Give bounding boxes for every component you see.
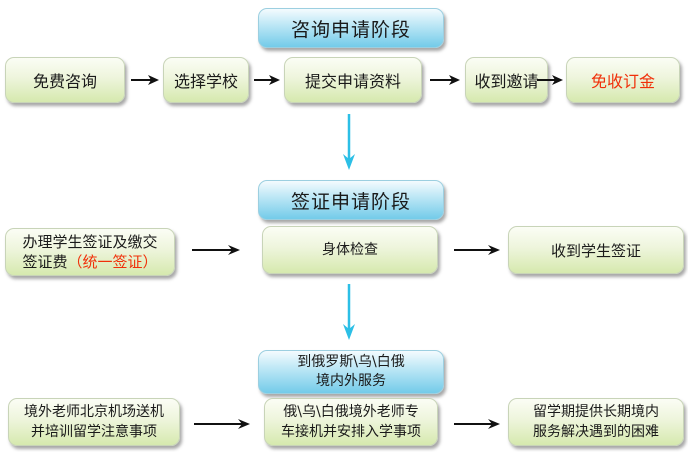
stage3-title-line2: 境内外服务 bbox=[316, 373, 386, 389]
arrow-right-icon bbox=[454, 245, 500, 255]
pickup-line2: 车接机并安排入学事项 bbox=[281, 424, 421, 440]
step-free-consultation: 免费咨询 bbox=[5, 57, 125, 103]
step-medical-check: 身体检查 bbox=[262, 226, 438, 274]
step-label: 选择学校 bbox=[173, 72, 238, 91]
send-off-line2: 并培训留学注意事项 bbox=[31, 424, 157, 440]
send-off-line1: 境外老师北京机场送机 bbox=[24, 404, 164, 420]
step-label: 收到邀请 bbox=[474, 72, 539, 91]
stage1-title: 咨询申请阶段 bbox=[290, 18, 411, 41]
step-label: 免费咨询 bbox=[32, 72, 97, 91]
arrow-right-icon bbox=[192, 245, 240, 255]
step-beijing-airport-send-off: 境外老师北京机场送机 并培训留学注意事项 bbox=[8, 398, 180, 446]
arrow-right-icon bbox=[430, 75, 460, 85]
stage2-title: 签证申请阶段 bbox=[290, 190, 411, 213]
step-receive-invitation: 收到邀请 bbox=[465, 57, 548, 103]
arrow-right-icon bbox=[537, 75, 563, 85]
step-long-term-service: 留学期提供长期境内 服务解决遇到的困难 bbox=[508, 398, 684, 446]
visa-application-line1: 办理学生签证及缴交 bbox=[22, 233, 158, 251]
arrow-down-icon bbox=[343, 284, 355, 340]
arrow-right-icon bbox=[254, 75, 280, 85]
step-label-highlight: 免收订金 bbox=[590, 72, 655, 91]
step-choose-school: 选择学校 bbox=[163, 57, 249, 103]
arrow-down-icon bbox=[343, 114, 355, 170]
arrow-right-icon bbox=[194, 419, 250, 429]
service-line1: 留学期提供长期境内 bbox=[533, 404, 659, 420]
stage2-title-box: 签证申请阶段 bbox=[258, 180, 444, 220]
pickup-line1: 俄\乌\白俄境外老师专 bbox=[283, 404, 419, 420]
arrow-right-icon bbox=[131, 75, 159, 85]
stage3-title-box: 到俄罗斯\乌\白俄 境内外服务 bbox=[258, 350, 444, 394]
step-submit-materials: 提交申请资料 bbox=[284, 57, 422, 103]
step-no-deposit: 免收订金 bbox=[566, 57, 680, 103]
unified-visa-note: （统一签证） bbox=[67, 253, 158, 271]
visa-application-line2: 签证费（统一签证） bbox=[22, 252, 157, 272]
step-airport-pickup-enrollment: 俄\乌\白俄境外老师专 车接机并安排入学事项 bbox=[264, 398, 438, 446]
visa-fee-label: 签证费 bbox=[22, 253, 68, 271]
arrow-right-icon bbox=[454, 419, 500, 429]
receive-visa-label: 收到学生签证 bbox=[550, 241, 641, 260]
step-label: 提交申请资料 bbox=[304, 72, 401, 91]
medical-check-label: 身体检查 bbox=[322, 242, 378, 258]
service-line2: 服务解决遇到的困难 bbox=[533, 424, 659, 440]
stage3-title-line1: 到俄罗斯\乌\白俄 bbox=[297, 354, 405, 370]
stage1-title-box: 咨询申请阶段 bbox=[258, 8, 444, 48]
step-visa-application: 办理学生签证及缴交 签证费（统一签证） bbox=[5, 228, 175, 276]
step-receive-visa: 收到学生签证 bbox=[508, 226, 684, 274]
